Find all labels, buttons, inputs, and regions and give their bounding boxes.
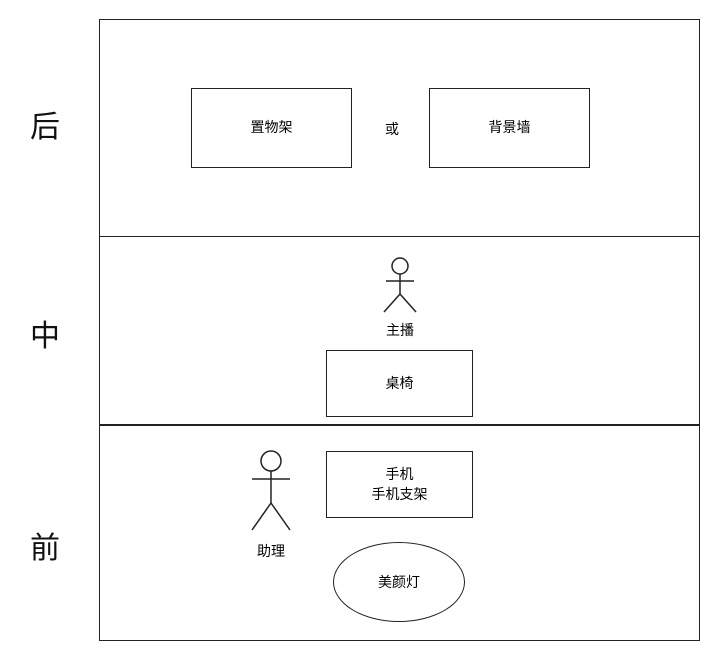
desk-chair-box: 桌椅 (326, 350, 473, 417)
phone-stand-box: 手机 手机支架 (326, 451, 473, 518)
row-label-middle: 中 (30, 319, 60, 354)
beauty-light-ellipse: 美颜灯 (333, 542, 465, 622)
beauty-light-label: 美颜灯 (378, 575, 420, 591)
or-label: 或 (385, 122, 399, 138)
host-label: 主播 (386, 323, 414, 339)
background-wall-box: 背景墙 (429, 88, 590, 168)
front-zone (99, 424, 700, 641)
assistant-actor-icon (251, 450, 291, 531)
shelf-box: 置物架 (191, 88, 352, 168)
host-actor-icon (383, 257, 417, 313)
phone-label: 手机 (385, 466, 414, 483)
desk-chair-label: 桌椅 (385, 375, 414, 392)
phone-stand-label: 手机支架 (371, 486, 428, 503)
shelf-label: 置物架 (250, 120, 293, 136)
row-label-front: 前 (30, 531, 60, 566)
assistant-label: 助理 (257, 544, 285, 560)
background-wall-label: 背景墙 (488, 120, 531, 136)
row-label-back: 后 (30, 110, 60, 145)
middle-zone (99, 236, 700, 426)
